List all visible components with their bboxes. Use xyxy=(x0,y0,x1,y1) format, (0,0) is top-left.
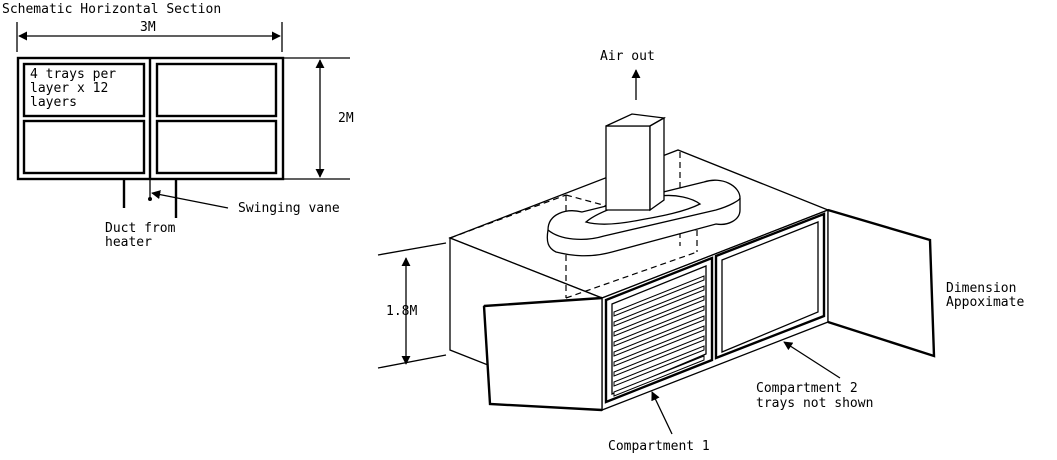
tray xyxy=(613,315,705,357)
duct-label-1: Duct from xyxy=(105,221,176,236)
compartment-2-opening xyxy=(714,212,826,360)
compartment-2-label-1: Compartment 2 xyxy=(756,381,858,396)
tray-cell-bottom-right xyxy=(155,119,278,175)
left-door xyxy=(483,297,603,411)
tray xyxy=(613,285,705,327)
tray-cell-top-left xyxy=(22,62,146,118)
dimension-note-1: Dimension xyxy=(946,281,1016,296)
tray-cell-bottom-left xyxy=(22,119,146,175)
vane-label: Swinging vane xyxy=(238,201,340,216)
tray xyxy=(613,355,705,397)
tray xyxy=(613,345,705,387)
right-door xyxy=(827,209,935,357)
width-dimension: 3M xyxy=(16,20,283,52)
tray-cell-top-right xyxy=(155,62,278,118)
tray xyxy=(613,305,705,347)
duct xyxy=(122,179,229,218)
depth-dim-label: 2M xyxy=(338,111,354,126)
compartment-2-label-2: trays not shown xyxy=(756,396,873,411)
compartment-1-trays xyxy=(604,256,714,404)
tray xyxy=(613,335,705,377)
height-dimension: 1.8M xyxy=(377,242,447,369)
depth-dimension: 2M xyxy=(284,57,354,180)
trays-note-3: layers xyxy=(30,95,77,110)
trays-note-1: 4 trays per xyxy=(30,67,116,82)
tray xyxy=(613,295,705,337)
tray xyxy=(613,325,705,367)
isometric-dryer: Air out xyxy=(377,49,1024,454)
width-dim-label: 3M xyxy=(140,20,156,35)
air-out-label: Air out xyxy=(600,49,655,64)
section-title: Schematic Horizontal Section xyxy=(2,2,221,17)
tray xyxy=(613,275,705,317)
height-dim-label: 1.8M xyxy=(386,304,417,319)
schematic-section: Schematic Horizontal Section 3M 4 trays … xyxy=(2,2,354,250)
compartment-2-leader xyxy=(783,341,841,379)
compartment-1-leader xyxy=(651,391,673,435)
dimension-note-2: Appoximate xyxy=(946,295,1024,310)
trays-note-2: layer x 12 xyxy=(30,81,108,96)
duct-label-2: heater xyxy=(105,235,152,250)
chimney xyxy=(605,113,667,212)
compartment-1-label: Compartment 1 xyxy=(608,439,710,454)
